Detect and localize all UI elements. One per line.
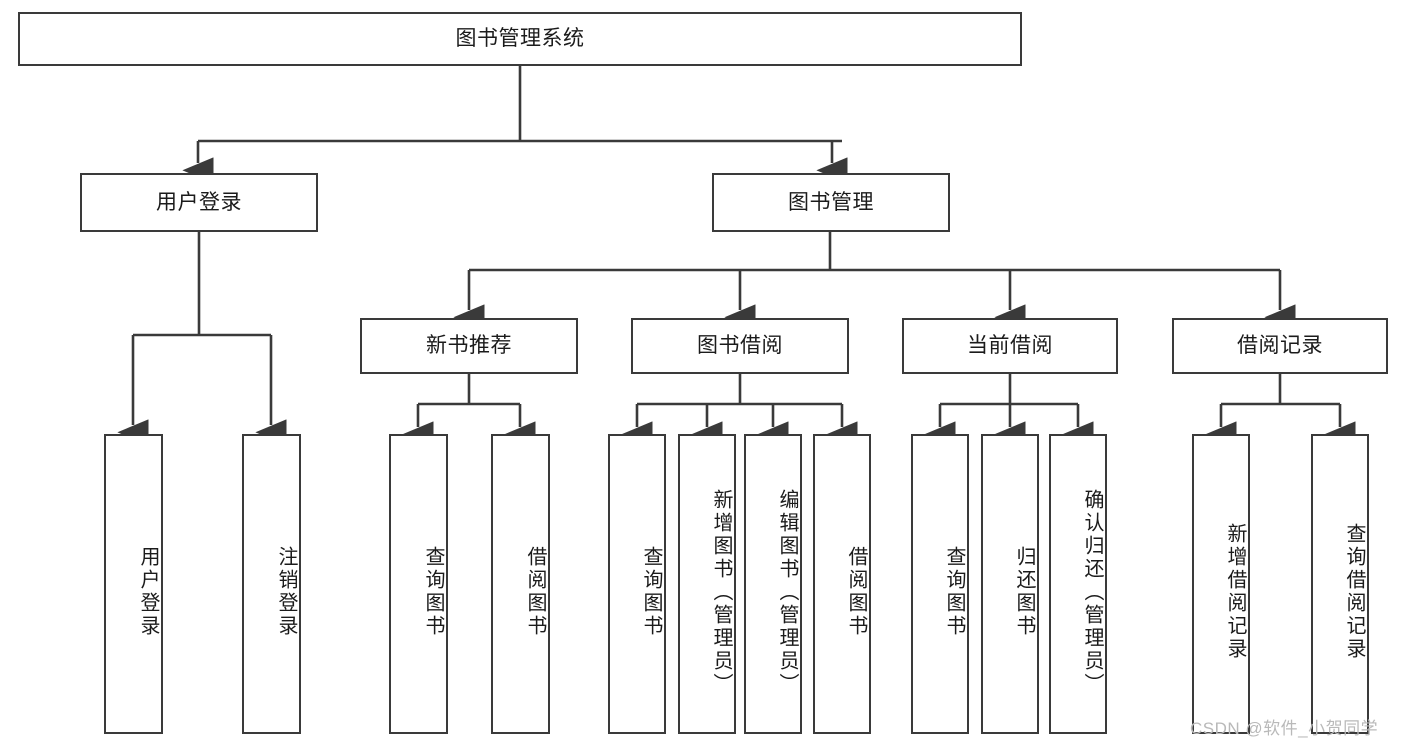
node-label: 新增图书（管理员）	[710, 488, 732, 696]
leaf-confirm-return-admin[interactable]: 确认归还（管理员）	[1049, 434, 1107, 734]
node-label: 借阅图书	[845, 546, 867, 638]
node-label: 查询图书	[943, 546, 965, 638]
node-label: 确认归还（管理员）	[1081, 488, 1103, 696]
node-label: 用户登录	[137, 546, 159, 638]
leaf-add-book-admin[interactable]: 新增图书（管理员）	[678, 434, 736, 734]
leaf-user-login[interactable]: 用户登录	[104, 434, 163, 734]
node-borrow-record[interactable]: 借阅记录	[1172, 318, 1388, 374]
node-label: 当前借阅	[967, 334, 1053, 358]
node-new-book-recommend[interactable]: 新书推荐	[360, 318, 578, 374]
node-label: 归还图书	[1013, 546, 1035, 638]
node-label: 新书推荐	[426, 334, 512, 358]
leaf-logout-login[interactable]: 注销登录	[242, 434, 301, 734]
node-label: 编辑图书（管理员）	[776, 488, 798, 696]
node-book-borrow[interactable]: 图书借阅	[631, 318, 849, 374]
leaf-borrow-book-recommend[interactable]: 借阅图书	[491, 434, 550, 734]
csdn-watermark: CSDN @软件_小贺同学	[1190, 719, 1379, 738]
node-label: 注销登录	[275, 546, 297, 638]
node-label: 新增借阅记录	[1224, 523, 1246, 661]
node-book-management-system[interactable]: 图书管理系统	[18, 12, 1022, 66]
node-label: 查询借阅记录	[1343, 523, 1365, 661]
node-user-login[interactable]: 用户登录	[80, 173, 318, 232]
node-label: 查询图书	[640, 546, 662, 638]
leaf-query-borrow-record[interactable]: 查询借阅记录	[1311, 434, 1369, 734]
leaf-query-book-borrow[interactable]: 查询图书	[608, 434, 666, 734]
leaf-borrow-book-borrow[interactable]: 借阅图书	[813, 434, 871, 734]
leaf-edit-book-admin[interactable]: 编辑图书（管理员）	[744, 434, 802, 734]
leaf-query-book-recommend[interactable]: 查询图书	[389, 434, 448, 734]
node-current-borrow[interactable]: 当前借阅	[902, 318, 1118, 374]
node-label: 用户登录	[156, 190, 242, 214]
node-book-management[interactable]: 图书管理	[712, 173, 950, 232]
leaf-return-book[interactable]: 归还图书	[981, 434, 1039, 734]
node-label: 图书管理系统	[455, 27, 585, 51]
leaf-add-borrow-record[interactable]: 新增借阅记录	[1192, 434, 1250, 734]
node-label: 查询图书	[422, 546, 444, 638]
leaf-query-book-current[interactable]: 查询图书	[911, 434, 969, 734]
node-label: 图书借阅	[697, 334, 783, 358]
node-label: 借阅记录	[1237, 334, 1323, 358]
node-label: 借阅图书	[524, 546, 546, 638]
node-label: 图书管理	[788, 190, 874, 214]
